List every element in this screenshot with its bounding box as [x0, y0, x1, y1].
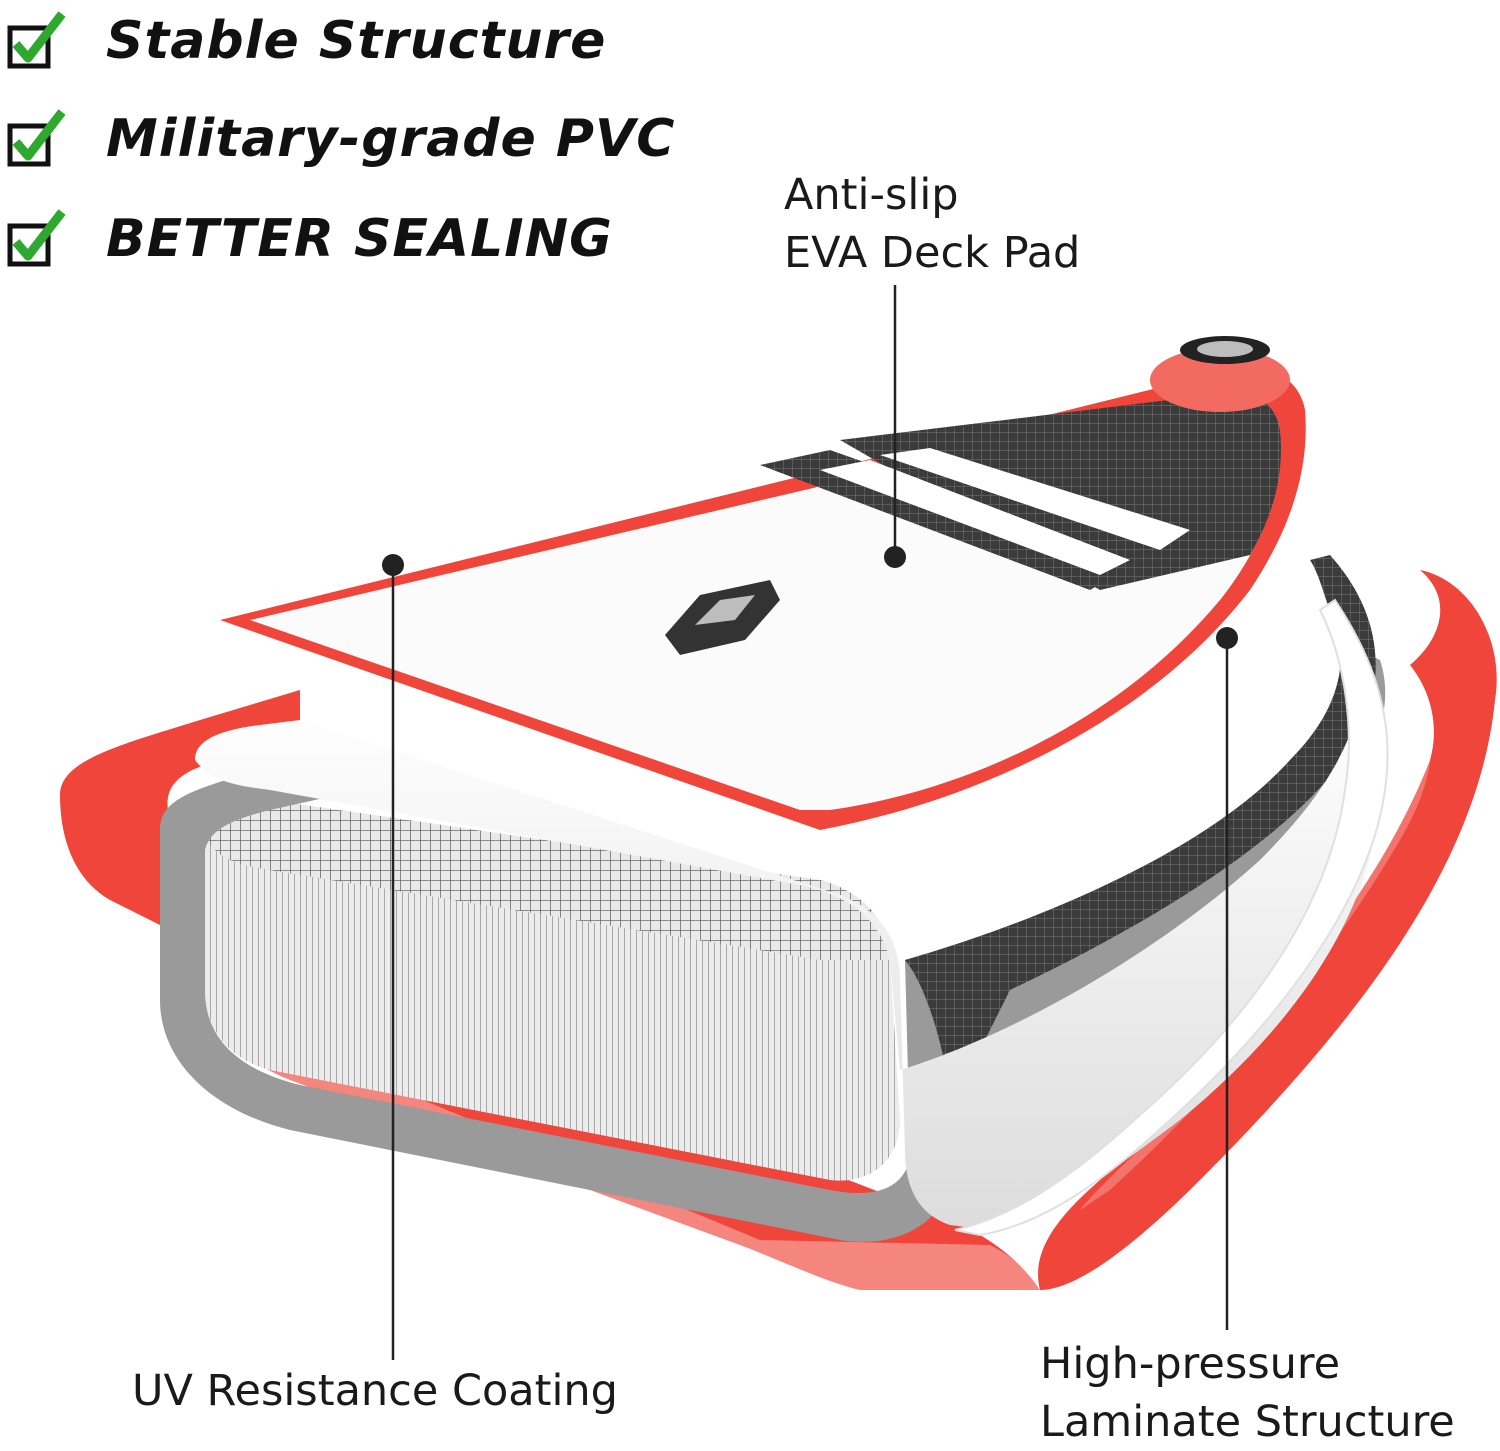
feature-text: BETTER SEALING [106, 209, 613, 269]
callout-dot-laminate [1216, 627, 1238, 649]
feature-text: Stable Structure [106, 11, 607, 71]
callout-laminate-line2: Laminate Structure [1040, 1397, 1455, 1447]
callout-deck-pad: Anti-slip EVA Deck Pad [784, 166, 1080, 282]
feature-item: Military-grade PVC [6, 104, 675, 174]
feature-item: Stable Structure [6, 6, 606, 76]
checkbox-checked-icon [6, 208, 66, 270]
feature-text: Military-grade PVC [106, 109, 676, 169]
callout-deck-pad-line1: Anti-slip [784, 170, 959, 220]
callout-laminate-line1: High-pressure [1040, 1339, 1341, 1389]
feature-item: BETTER SEALING [6, 204, 613, 274]
right-red-strip [1038, 570, 1497, 1290]
callout-dot-coating [382, 554, 404, 576]
callout-laminate: High-pressure Laminate Structure [1040, 1335, 1455, 1451]
callout-dot-deck [884, 546, 906, 568]
checkbox-checked-icon [6, 108, 66, 170]
gray-wrap-layer [160, 640, 1386, 1242]
white-shell-layer [195, 700, 1380, 1230]
callout-coating: UV Resistance Coating [132, 1362, 618, 1420]
callout-deck-pad-line2: EVA Deck Pad [784, 228, 1081, 278]
checkbox-checked-icon [6, 10, 66, 72]
callout-coating-line1: UV Resistance Coating [132, 1366, 618, 1416]
